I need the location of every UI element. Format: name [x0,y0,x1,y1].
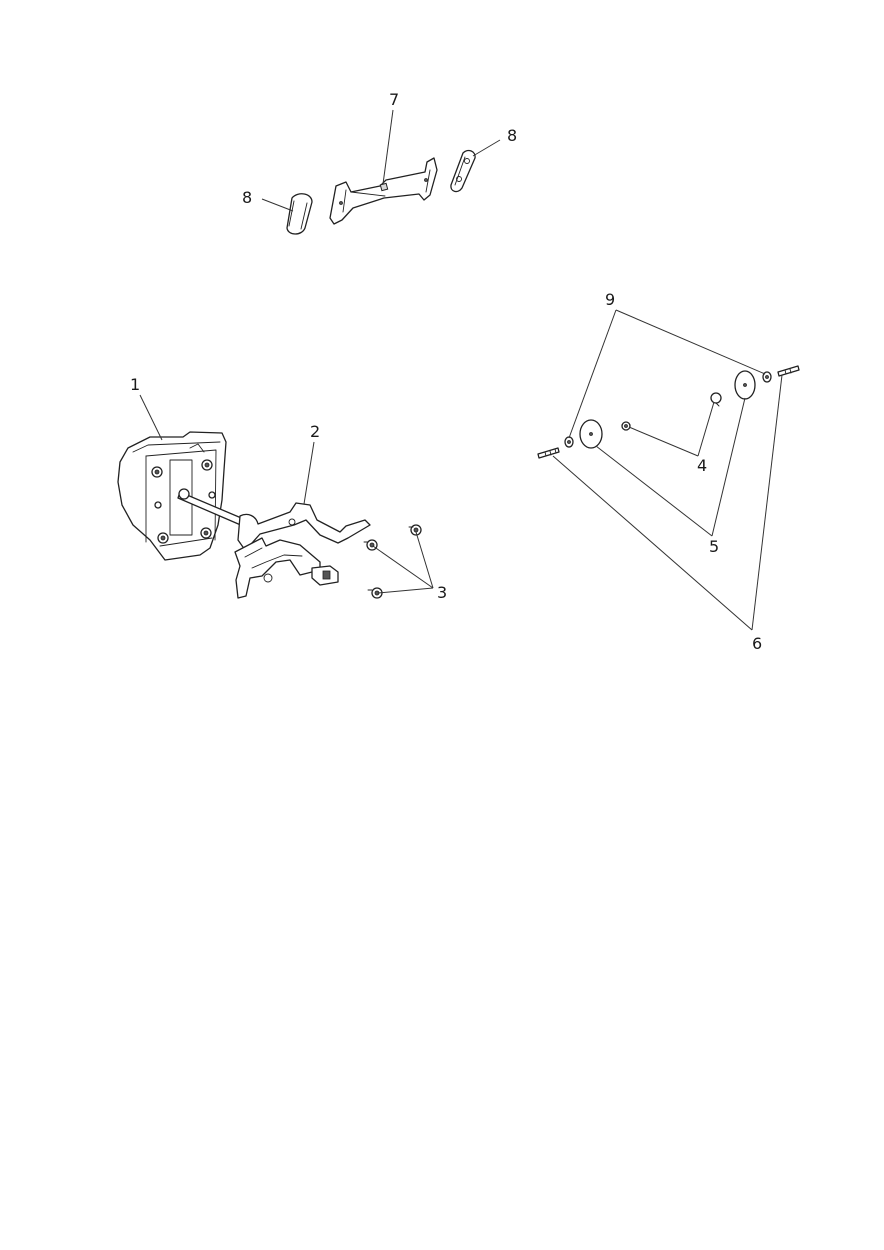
part-6-bolt-left [537,447,560,459]
part-8-pad-right [450,149,476,193]
part-9-washer-right [762,371,772,383]
part-4-nut-left [621,421,631,431]
part-5-cap-left [579,419,603,449]
part-3-screw-middle [363,539,378,551]
callout-7: 7 [389,90,399,109]
part-9-washer-left [564,436,574,448]
part-3-screw-top [408,524,422,536]
callout-1: 1 [130,375,140,394]
part-1-housing [117,431,227,561]
part-6-bolt-right [777,365,800,377]
callout-5: 5 [709,537,719,556]
part-7-bracket [329,157,438,225]
callout-2: 2 [310,422,320,441]
connector [311,565,339,586]
part-5-cap-right [734,370,756,400]
callout-3: 3 [437,583,447,602]
part-4-nut-right [710,392,722,407]
part-8-pad-left [286,193,313,235]
callout-9: 9 [605,290,615,309]
callout-6: 6 [752,634,762,653]
leader-lines [139,109,783,631]
callout-8-right: 8 [507,126,517,145]
callout-8-left: 8 [242,188,252,207]
callout-labels: 7 8 8 1 2 3 9 4 5 6 [130,90,762,653]
part-3-screw-bottom [367,587,383,599]
part-2-harness [177,488,371,599]
callout-4: 4 [697,456,707,475]
